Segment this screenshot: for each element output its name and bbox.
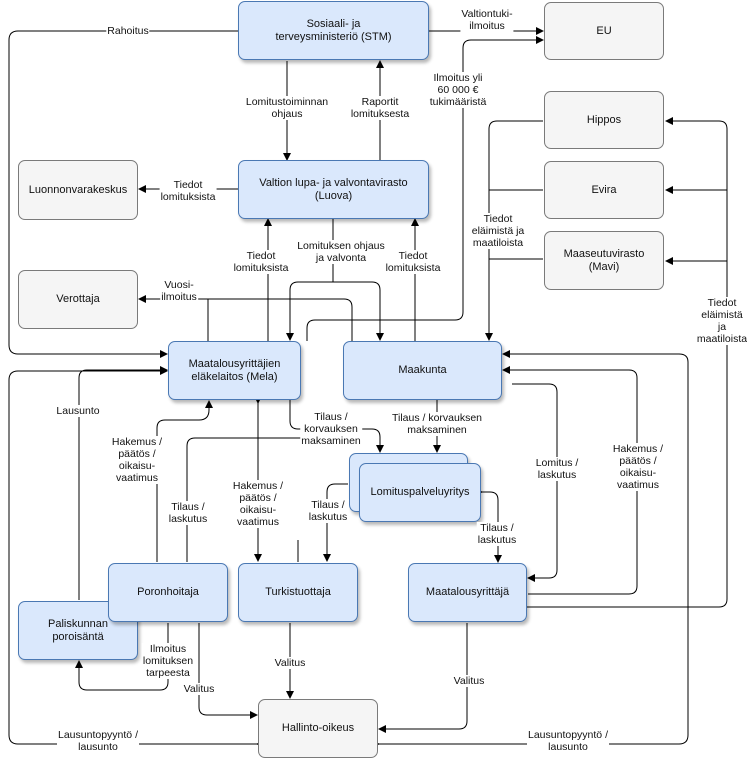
label-tilaus-mela: Tilaus / korvauksen maksaminen — [300, 411, 362, 447]
label-hakemus-left: Hakemus / päätös / oikaisu- vaatimus — [110, 436, 164, 484]
label-tiedot-mela: Tiedot lomituksista — [232, 250, 290, 274]
label-lausuntopyynto-left: Lausuntopyyntö / lausunto — [57, 729, 139, 753]
poronhoitaja-node: Poronhoitaja — [108, 563, 228, 622]
luonnonvarakeskus-node: Luonnonvarakeskus — [18, 160, 138, 220]
label-ilmoitus-yli: Ilmoitus yli 60 000 € tukimääristä — [428, 72, 488, 108]
label-vuosi: Vuosi- ilmoitus — [160, 279, 198, 303]
mela-node: Maatalousyrittäjien eläkelaitos (Mela) — [168, 341, 301, 400]
edge-valitus-left — [198, 623, 258, 719]
label-lausunto: Lausunto — [55, 405, 101, 417]
maakunta-node: Maakunta — [343, 341, 502, 400]
label-tilaus-laskutus-3: Tilaus / laskutus — [476, 522, 518, 546]
edge-lomitus-laskutus — [512, 383, 558, 582]
label-lomitus-laskutus: Lomitus / laskutus — [534, 457, 580, 481]
edge-vuosi-2 — [208, 298, 353, 341]
edge-tiedot-right — [527, 117, 728, 608]
label-lomitus-ohjaus: Lomitustoiminnan ohjaus — [244, 96, 330, 120]
stm-node: Sosiaali- ja terveysministeriö (STM) — [238, 1, 429, 60]
maatalousyrittaja-node: Maatalousyrittäjä — [408, 563, 527, 622]
turkistuottaja-node: Turkistuottaja — [238, 563, 358, 622]
luova-node: Valtion lupa- ja valvontavirasto (Luova) — [238, 160, 429, 219]
edge-hakemus-left — [156, 400, 213, 562]
label-tilaus-laskutus-1: Tilaus / laskutus — [167, 501, 209, 525]
edge-lausunto — [78, 366, 168, 600]
label-tiedot-luonnon: Tiedot lomituksista — [159, 179, 217, 203]
label-lausuntopyynto-right: Lausuntopyyntö / lausunto — [527, 729, 609, 753]
edge-tilaus-laskutus-2 — [323, 483, 348, 562]
edge-ohjaus-maakunta — [333, 281, 384, 341]
edge-ohjaus-mela — [286, 219, 334, 341]
label-valtiontuki: Valtiontuki- ilmoitus — [460, 8, 514, 32]
evira-node: Evira — [544, 161, 664, 219]
eu-node: EU — [544, 2, 664, 60]
label-hakemus-mid: Hakemus / päätös / oikaisu- vaatimus — [231, 480, 285, 528]
label-valitus-right: Valitus — [452, 675, 486, 687]
paliskunta-node: Paliskunnan poroisäntä — [18, 601, 138, 660]
label-valitus-mid: Valitus — [273, 657, 307, 669]
verottaja-node: Verottaja — [18, 270, 138, 329]
label-ohjaus-valvonta: Lomituksen ohjaus ja valvonta — [296, 240, 386, 264]
label-valitus-left: Valitus — [182, 683, 216, 695]
label-rahoitus: Rahoitus — [106, 25, 150, 37]
label-tilaus-maakunta: Tilaus / korvauksen maksaminen — [390, 412, 484, 436]
label-tiedot-right: Tiedot eläimistä ja maatiloista — [695, 297, 747, 345]
label-tiedot-maakunta: Tiedot lomituksista — [384, 250, 442, 274]
label-ilmoitus-tarve: Ilmoitus lomituksen tarpeesta — [141, 643, 195, 679]
edge-lausuntopyynto-left — [8, 367, 264, 748]
lomituspalvelu-node: Lomituspalveluyritys — [359, 463, 481, 522]
label-tiedot-elaimista: Tiedot eläimistä ja maatiloista — [470, 213, 526, 249]
label-raportit: Raportit lomituksesta — [349, 96, 411, 120]
hallinto-oikeus-node: Hallinto-oikeus — [258, 699, 378, 758]
mavi-node: Maaseutuvirasto (Mavi) — [544, 231, 664, 290]
label-hakemus-right: Hakemus / päätös / oikaisu- vaatimus — [611, 443, 665, 491]
label-tilaus-laskutus-2: Tilaus / laskutus — [307, 499, 349, 523]
edge-rahoitus — [8, 30, 238, 358]
edge-vuosi — [138, 295, 209, 341]
hippos-node: Hippos — [544, 91, 664, 149]
edge-lausuntopyynto-right — [372, 350, 689, 748]
edge-ilmoitus-yli — [306, 36, 544, 341]
edge-tiedot-hippos — [485, 120, 543, 341]
